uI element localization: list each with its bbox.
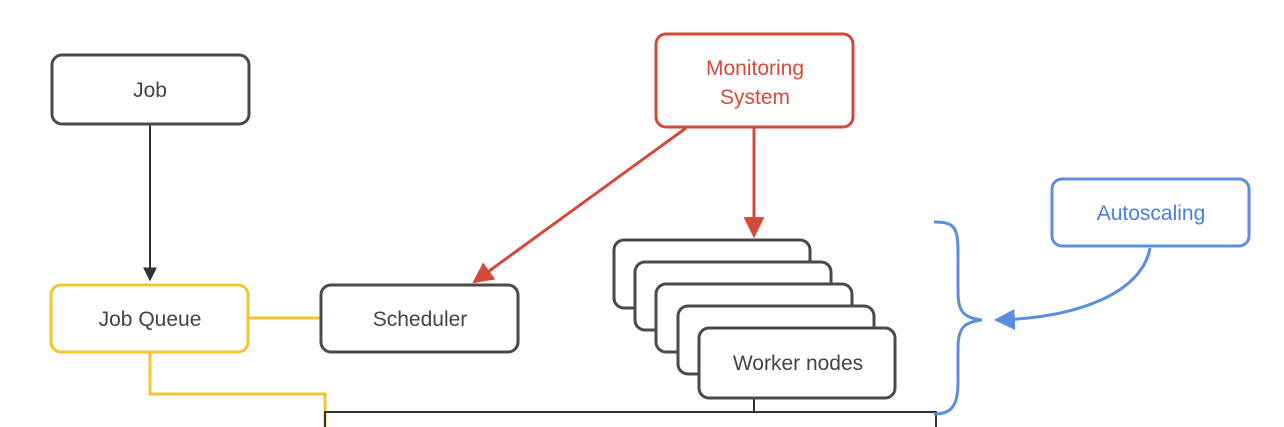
job-queue-label: Job Queue <box>99 308 202 331</box>
edge-autoscaling-to-workers <box>993 247 1152 331</box>
autoscaling-brace <box>933 220 983 416</box>
bottom-bus-bar <box>324 411 937 427</box>
worker-node-card-5 <box>697 326 897 400</box>
job-label: Job <box>133 79 167 102</box>
monitoring-label-line1: Monitoring <box>706 57 804 80</box>
job-queue-node: Job Queue <box>49 283 250 354</box>
scheduler-label: Scheduler <box>373 308 468 331</box>
autoscaling-node: Autoscaling <box>1050 177 1251 248</box>
scheduler-node: Scheduler <box>319 283 520 354</box>
monitoring-system-node: Monitoring System <box>654 32 855 129</box>
job-node: Job <box>50 53 251 126</box>
worker-nodes-label: Worker nodes <box>733 352 863 375</box>
autoscaling-label: Autoscaling <box>1097 202 1206 225</box>
worker-nodes-stack: Worker nodes <box>612 238 897 400</box>
edge-monitoring-to-scheduler <box>472 126 687 284</box>
monitoring-label-line2: System <box>720 86 790 109</box>
edge-queue-to-bus <box>148 352 327 427</box>
